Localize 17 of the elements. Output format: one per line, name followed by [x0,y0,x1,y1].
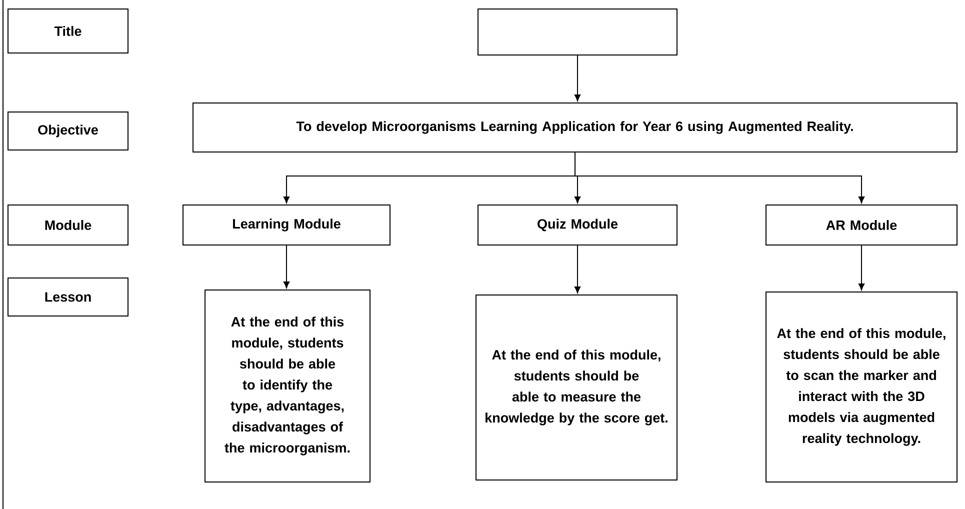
lesson-box: At the end of this module, students should be able to identify the type, advantages, disadvantages of the microorganism. [204,290,370,482]
module-box: Quiz Module [478,204,678,246]
module-box: Learning Module [182,204,390,246]
module-box: AR Module [766,204,958,246]
empty-box [478,8,678,56]
arrow [574,55,581,102]
arrow [574,245,581,294]
arrow [283,245,290,288]
lesson-box: At the end of this module, students should be able to measure the knowledge by the score get. [476,294,678,480]
label-box: Module [8,204,128,246]
arrow [574,152,865,204]
arrow [858,245,865,290]
lesson-box: At the end of this module, students should be able to scan the marker and interact with the 3D models via augmented reality technology. [766,292,958,482]
label-box: Objective [8,112,128,150]
objective-box: To develop Microorganisms Learning Application for Year 6 using Augmented Reality. [192,102,958,152]
label-box: Lesson [8,278,128,316]
label-box: Title [8,8,128,54]
